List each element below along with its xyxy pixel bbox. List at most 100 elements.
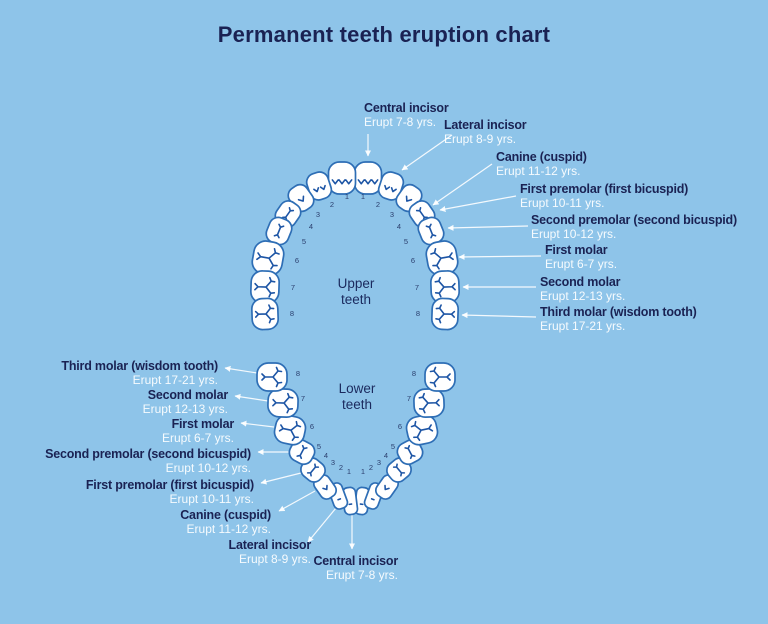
- tooth-number-lower-right-2: 2: [369, 463, 373, 472]
- tooth-number-lower-left-2: 2: [339, 463, 343, 472]
- tooth-lower-right-6: [405, 414, 439, 446]
- tooth-number-upper-left-7: 7: [291, 283, 295, 292]
- label-upper-first-premolar: First premolar (first bicuspid) Erupt 10…: [520, 182, 688, 211]
- eruption-age: Erupt 7-8 yrs.: [364, 115, 437, 130]
- tooth-number-lower-left-7: 7: [301, 394, 305, 403]
- tooth-number-upper-right-2: 2: [376, 200, 380, 209]
- tooth-upper-left-8: [250, 297, 280, 331]
- connector-upper-6: [458, 253, 542, 260]
- eruption-age: Erupt 10-12 yrs.: [531, 227, 617, 242]
- tooth-name: Second molar: [540, 275, 621, 289]
- connector-lower-6: [278, 490, 316, 512]
- eruption-age: Erupt 6-7 yrs.: [545, 257, 618, 272]
- tooth-number-lower-left-8: 8: [296, 369, 300, 378]
- tooth-lower-right-7: [413, 388, 445, 418]
- tooth-number-lower-right-8: 8: [412, 369, 416, 378]
- connector-lower-5: [260, 472, 302, 485]
- label-lower-central-incisor: Central incisor Erupt 7-8 yrs.: [313, 554, 398, 583]
- tooth-name: Lateral incisor: [228, 538, 312, 552]
- tooth-name: Third molar (wisdom tooth): [540, 305, 697, 319]
- tooth-number-upper-left-3: 3: [316, 210, 320, 219]
- label-upper-lateral-incisor: Lateral incisor Erupt 8-9 yrs.: [444, 118, 527, 147]
- tooth-name: First molar: [545, 243, 608, 257]
- tooth-lower-left-8: [256, 362, 288, 392]
- label-upper-second-premolar: Second premolar (second bicuspid) Erupt …: [531, 213, 737, 242]
- label-upper-central-incisor: Central incisor Erupt 7-8 yrs.: [364, 101, 449, 130]
- tooth-number-lower-right-5: 5: [391, 442, 395, 451]
- eruption-age: Erupt 7-8 yrs.: [325, 568, 398, 583]
- tooth-number-lower-left-4: 4: [324, 451, 328, 460]
- tooth-name: Third molar (wisdom tooth): [61, 359, 218, 373]
- tooth-lower-right-5: [396, 438, 424, 466]
- tooth-number-lower-right-6: 6: [398, 422, 402, 431]
- tooth-number-upper-right-4: 4: [397, 222, 401, 231]
- eruption-age: Erupt 12-13 yrs.: [142, 402, 228, 417]
- eruption-age: Erupt 8-9 yrs.: [444, 132, 517, 147]
- eruption-age: Erupt 10-11 yrs.: [520, 196, 605, 211]
- tooth-name: Second premolar (second bicuspid): [531, 213, 737, 227]
- tooth-number-upper-left-8: 8: [290, 309, 294, 318]
- tooth-name: Lateral incisor: [444, 118, 527, 132]
- tooth-name: Second premolar (second bicuspid): [45, 447, 251, 461]
- tooth-upper-left-6: [251, 240, 285, 276]
- eruption-age: Erupt 17-21 yrs.: [540, 319, 626, 334]
- label-lower-canine: Canine (cuspid) Erupt 11-12 yrs.: [180, 508, 271, 537]
- eruption-age: Erupt 12-13 yrs.: [540, 289, 626, 304]
- tooth-name: Canine (cuspid): [180, 508, 271, 522]
- connector-upper-8: [461, 312, 537, 319]
- tooth-name: First molar: [171, 417, 235, 431]
- tooth-name: First premolar (first bicuspid): [520, 182, 689, 196]
- eruption-age: Erupt 6-7 yrs.: [161, 431, 234, 446]
- label-lower-first-premolar: First premolar (first bicuspid) Erupt 10…: [86, 478, 254, 507]
- tooth-number-upper-left-4: 4: [309, 222, 313, 231]
- tooth-number-lower-left-3: 3: [331, 458, 335, 467]
- tooth-number-upper-left-2: 2: [330, 200, 334, 209]
- tooth-number-lower-right-4: 4: [384, 451, 388, 460]
- tooth-lower-left-6: [273, 414, 307, 446]
- tooth-number-lower-right-1: 1: [361, 467, 365, 476]
- tooth-upper-right-8: [430, 297, 460, 331]
- eruption-age: Erupt 10-12 yrs.: [165, 461, 251, 476]
- tooth-number-upper-right-5: 5: [404, 237, 408, 246]
- label-upper-third-molar: Third molar (wisdom tooth) Erupt 17-21 y…: [540, 305, 697, 334]
- tooth-name: Central incisor: [313, 554, 398, 568]
- eruption-age: Erupt 11-12 yrs.: [496, 164, 581, 179]
- eruption-age: Erupt 10-11 yrs.: [169, 492, 254, 507]
- eruption-age: Erupt 11-12 yrs.: [186, 522, 271, 537]
- label-lower-second-molar: Second molar Erupt 12-13 yrs.: [142, 388, 229, 417]
- tooth-name: First premolar (first bicuspid): [85, 478, 254, 492]
- tooth-lower-left-5: [288, 438, 316, 466]
- connector-lower-2: [234, 393, 269, 402]
- tooth-lower-right-8: [424, 362, 456, 392]
- tooth-number-lower-right-7: 7: [407, 394, 411, 403]
- label-lower-lateral-incisor: Lateral incisor Erupt 8-9 yrs.: [228, 538, 312, 567]
- label-lower-third-molar: Third molar (wisdom tooth) Erupt 17-21 y…: [61, 359, 218, 388]
- tooth-number-upper-left-6: 6: [295, 256, 299, 265]
- upper-teeth-caption: Upper teeth: [337, 276, 375, 308]
- label-upper-second-molar: Second molar Erupt 12-13 yrs.: [540, 275, 625, 304]
- tooth-name: Central incisor: [364, 101, 449, 115]
- label-lower-second-premolar: Second premolar (second bicuspid) Erupt …: [45, 447, 251, 476]
- page-title: Permanent teeth eruption chart: [217, 22, 551, 47]
- tooth-number-upper-right-3: 3: [390, 210, 394, 219]
- connector-lower-1: [224, 365, 258, 374]
- tooth-name: Canine (cuspid): [496, 150, 587, 164]
- label-upper-canine: Canine (cuspid) Erupt 11-12 yrs.: [496, 150, 587, 179]
- tooth-number-lower-left-5: 5: [317, 442, 321, 451]
- connector-upper-4: [439, 195, 517, 212]
- tooth-upper-right-1: [353, 161, 383, 195]
- tooth-number-lower-left-1: 1: [347, 467, 351, 476]
- connector-upper-2: [401, 134, 453, 171]
- eruption-age: Erupt 17-21 yrs.: [132, 373, 218, 388]
- tooth-number-upper-left-1: 1: [345, 192, 349, 201]
- lower-teeth-caption: Lower teeth: [338, 381, 376, 413]
- eruption-age: Erupt 8-9 yrs.: [238, 552, 311, 567]
- tooth-number-upper-right-7: 7: [415, 283, 419, 292]
- tooth-number-upper-right-6: 6: [411, 256, 415, 265]
- connector-lower-7: [307, 507, 337, 543]
- tooth-number-upper-right-1: 1: [361, 192, 365, 201]
- label-lower-first-molar: First molar Erupt 6-7 yrs.: [162, 417, 234, 446]
- label-upper-first-molar: First molar Erupt 6-7 yrs.: [545, 243, 617, 272]
